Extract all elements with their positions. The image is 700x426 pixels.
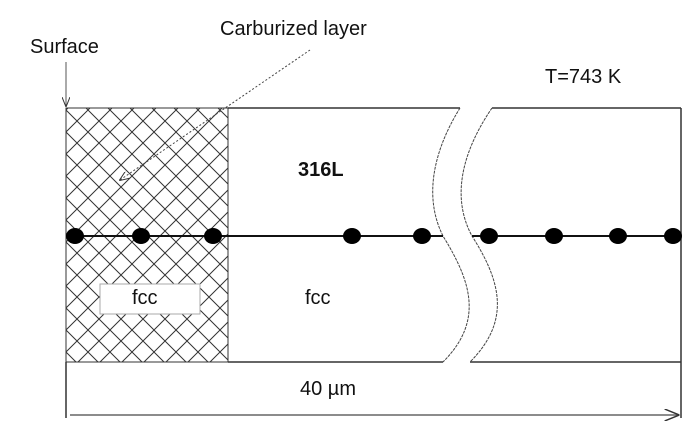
dimension-label: 40 µm (300, 378, 356, 400)
node-dot (204, 228, 222, 244)
carburized-layer-label: Carburized layer (220, 18, 367, 40)
phase-bulk-label: fcc (305, 287, 331, 309)
node-dot (132, 228, 150, 244)
node-dot (343, 228, 361, 244)
nodes (66, 228, 682, 244)
surface-label: Surface (30, 36, 99, 58)
node-dot (480, 228, 498, 244)
node-dot (664, 228, 682, 244)
specimen-outline (65, 107, 682, 418)
fcc-label-box (99, 283, 201, 315)
node-dot (66, 228, 84, 244)
node-dot (545, 228, 563, 244)
node-dot (609, 228, 627, 244)
material-label: 316L (298, 159, 344, 181)
node-dot (413, 228, 431, 244)
temperature-label: T=743 K (545, 66, 622, 88)
phase-layer-label: fcc (132, 287, 158, 309)
break-line-left (432, 107, 470, 363)
